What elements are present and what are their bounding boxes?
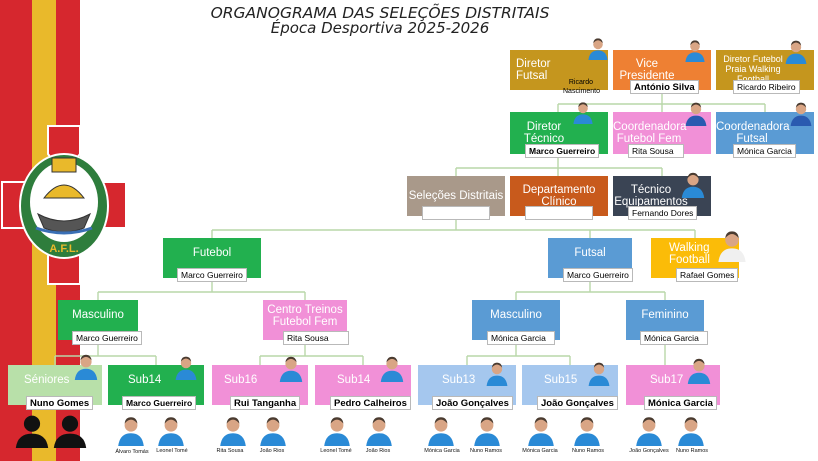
staff-caption: Nuno Ramos [571, 448, 605, 454]
staff-photo [428, 417, 454, 446]
name-tag: Fernando Dores [628, 206, 698, 220]
box-label: Futebol [192, 246, 232, 259]
box-label: Séniores [24, 373, 70, 386]
person-photo [573, 102, 593, 124]
silhouette-icon [15, 415, 49, 448]
staff-photo [528, 417, 554, 446]
name-tag: Marco Guerreiro [563, 268, 633, 282]
staff-caption: Nuno Ramos [469, 448, 503, 454]
box-label: Coordenadora Futebol Fem [613, 120, 687, 145]
name-tag: Mónica Garcia [640, 331, 708, 345]
staff-caption: Álvaro Tomás [115, 449, 149, 455]
box-label: Futsal [574, 246, 606, 259]
name-tag: Mónica Garcia [733, 144, 796, 158]
staff-caption: João Gonçalves [629, 448, 669, 454]
box-diretor-futsal[interactable]: Diretor Futsal [510, 50, 608, 90]
staff-photo [474, 417, 500, 446]
staff-photo [574, 417, 600, 446]
staff-photo [366, 417, 392, 446]
box-label: Masculino [490, 308, 542, 321]
box-label: Sub13 [442, 373, 476, 386]
box-label: Diretor Técnico [523, 120, 565, 145]
person-photo [175, 356, 197, 380]
person-photo [279, 356, 303, 382]
person-photo [785, 40, 807, 64]
staff-caption: João Rios [259, 448, 285, 454]
name-tag: Mónica Garcia [644, 396, 717, 410]
box-label: Técnico Equipamentos [614, 183, 688, 208]
name-tag: Pedro Calheiros [330, 396, 411, 410]
staff-photo [220, 417, 246, 446]
page-title: ORGANOGRAMA DAS SELEÇÕES DISTRITAIS [210, 4, 550, 22]
box-label: Vice Presidente [619, 57, 675, 82]
box-label: Centro Treinos Futebol Fem [267, 303, 343, 328]
staff-caption: João Rios [365, 448, 391, 454]
box-label: Feminino [641, 308, 689, 321]
name-tag: Rafael Gomes [676, 268, 739, 282]
staff-photo [324, 417, 350, 446]
staff-caption: Leonel Tomé [156, 448, 188, 454]
person-photo [685, 40, 705, 62]
box-centro-treinos[interactable]: Centro Treinos Futebol Fem [263, 300, 347, 340]
chart-header: ORGANOGRAMA DAS SELEÇÕES DISTRITAIS Époc… [170, 5, 590, 37]
staff-photo [260, 417, 286, 446]
name-tag: Ricardo Ribeiro [733, 80, 800, 94]
box-label: Sub15 [544, 373, 578, 386]
afl-crest-logo: A.F.L. [1, 125, 127, 285]
box-label: Masculino [72, 308, 124, 321]
person-photo [687, 358, 711, 384]
name-tag: Rita Sousa [628, 144, 684, 158]
name-tag: Mónica Garcia [487, 331, 555, 345]
box-label: Diretor Futebol Praia Walking Football [723, 54, 783, 84]
box-label: Sub17 [650, 373, 684, 386]
name-tag: Nuno Gomes [26, 396, 94, 410]
staff-caption: Nuno Ramos [675, 448, 709, 454]
name-tag-empty [422, 206, 490, 220]
name-tag: António Silva [630, 80, 699, 94]
logo-letters: A.F.L. [49, 243, 78, 255]
box-label: Walking Football [669, 241, 710, 266]
person-photo [681, 172, 705, 198]
staff-photo [678, 417, 704, 446]
name-tag-empty [525, 206, 593, 220]
silhouette-icon [53, 415, 87, 448]
person-photo [588, 38, 608, 60]
name-tag: Marco Guerreiro [177, 268, 247, 282]
name-tag: João Gonçalves [537, 396, 618, 410]
staff-caption: Rita Sousa [216, 448, 244, 454]
person-photo [486, 362, 508, 386]
staff-caption: Mónica Garcia [424, 448, 460, 454]
staff-photo [636, 417, 662, 446]
name-tag: Marco Guerreiro [525, 144, 600, 158]
person-photo [588, 362, 610, 386]
name-tag: João Gonçalves [432, 396, 513, 410]
staff-photo [158, 417, 184, 446]
box-label: Diretor Futsal [516, 57, 551, 82]
person-photo [74, 354, 98, 380]
name-tag: Marco Guerreiro [72, 331, 142, 345]
box-label: Sub14 [337, 373, 371, 386]
page-subtitle: Época Desportiva 2025-2026 [270, 19, 490, 38]
box-label: Sub16 [224, 373, 258, 386]
name-tag: Rita Sousa [283, 331, 349, 345]
name-tag: Marco Guerreiro [122, 396, 197, 410]
staff-caption: Mónica Garcia [522, 448, 558, 454]
staff-photo [118, 417, 144, 446]
box-label: Departamento Clínico [522, 183, 596, 208]
box-label: Seleções Distritais [408, 189, 504, 202]
box-label: Coordenadora Futsal [716, 120, 790, 145]
box-coord-futsal[interactable]: Coordenadora Futsal [716, 112, 814, 154]
staff-caption: Leonel Tomé [320, 448, 352, 454]
name-tag: Ricardo Nascimento [563, 79, 600, 95]
box-label: Sub14 [128, 373, 162, 386]
person-photo [718, 231, 746, 262]
box-masculino-futebol[interactable]: Masculino [58, 300, 138, 340]
person-photo [790, 102, 812, 126]
name-tag: Rui Tanganha [230, 396, 301, 410]
person-photo [685, 102, 707, 126]
person-photo [380, 356, 404, 382]
